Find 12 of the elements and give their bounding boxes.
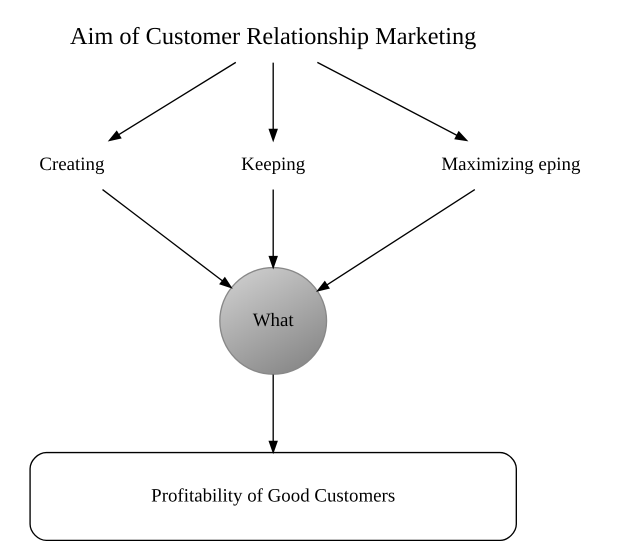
- node-text: Aim of Customer Relationship Marketing: [70, 22, 476, 50]
- node-text: Creating: [38, 154, 104, 175]
- arrow: [316, 62, 468, 142]
- arrow: [268, 190, 278, 270]
- arrow: [102, 189, 232, 289]
- arrow: [316, 188, 475, 292]
- node-text: Maximizing eping: [440, 154, 580, 175]
- arrow: [268, 62, 278, 142]
- node-text: Keeping: [240, 154, 305, 175]
- arrow: [107, 62, 236, 142]
- node-box: Profitability of Good Customers: [28, 452, 516, 542]
- arrow: [268, 374, 278, 454]
